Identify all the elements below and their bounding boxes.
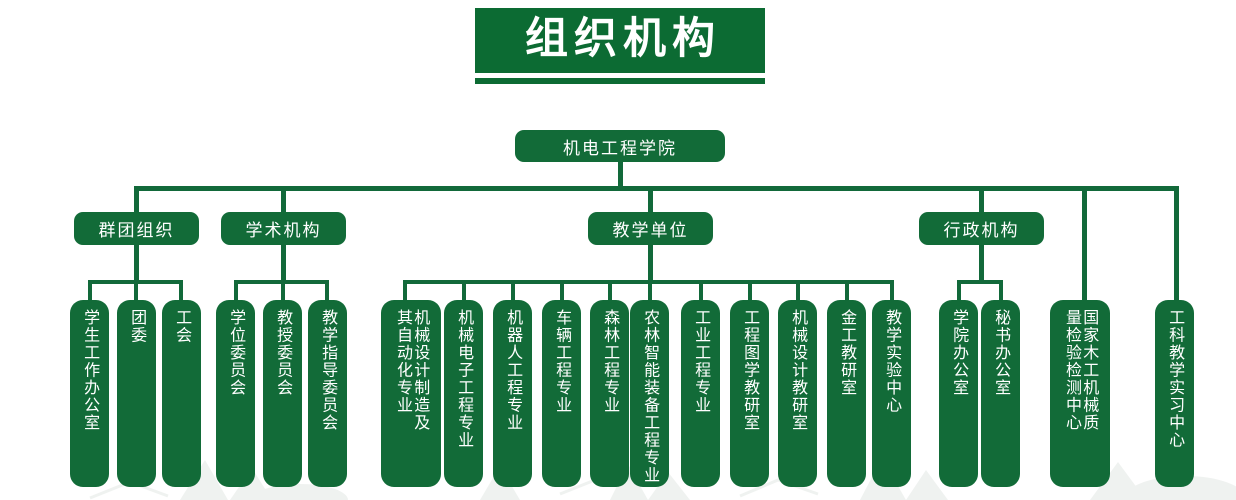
node-root[interactable]: 机电工程学院: [515, 130, 725, 162]
node-leaf-engineering-graphics-teaching-office[interactable]: 工程图学教研室: [730, 300, 769, 487]
leaf-text-col: 工科教学实习中心: [1166, 309, 1184, 449]
node-leaf-teaching-guidance-committee[interactable]: 教学指导委员会: [308, 300, 347, 487]
leaf-text-col-2: 其自动化专业: [394, 309, 411, 414]
node-group-teaching-units[interactable]: 教学单位: [588, 212, 713, 245]
node-leaf-labor-union[interactable]: 工会: [162, 300, 201, 487]
leaf-text-col: 国家木工机械质: [1080, 309, 1098, 432]
node-group-label: 群团组织: [98, 221, 175, 240]
leaf-text-col: 团委: [128, 309, 146, 344]
connector-leaf-1-1: [281, 280, 285, 302]
connector-leaf-3-0: [957, 280, 961, 302]
node-group-academic-institutions[interactable]: 学术机构: [221, 212, 346, 245]
leaf-text-col: 金工教研室: [838, 309, 856, 397]
leaf-text-col: 学位委员会: [227, 309, 245, 397]
leaf-text-col: 秘书办公室: [992, 309, 1010, 397]
leaf-text-col: 机械设计教研室: [789, 309, 807, 432]
connector-leaf-2-4: [608, 280, 612, 302]
leaf-text-col: 机器人工程专业: [504, 309, 522, 432]
connector-stem-group-0: [134, 244, 139, 282]
connector-leaf-2-3: [560, 280, 564, 302]
connector-drop-group-0: [134, 186, 139, 213]
node-leaf-secretary-office[interactable]: 秘书办公室: [981, 300, 1020, 487]
page-title: 组织机构: [475, 8, 765, 85]
leaf-text-col-2: 量检验检测中心: [1063, 309, 1080, 432]
node-leaf-college-office[interactable]: 学院办公室: [939, 300, 978, 487]
connector-leaf-0-1: [134, 280, 138, 302]
node-leaf-mechanical-design-manufacturing-automation[interactable]: 机械设计制造及 其自动化专业: [381, 300, 441, 487]
connector-root-stem: [618, 160, 623, 190]
connector-leaf-2-9: [845, 280, 849, 302]
connector-leaf-2-6: [699, 280, 703, 302]
connector-leaf-2-8: [796, 280, 800, 302]
node-leaf-agroforestry-intelligent-equipment-engineering[interactable]: 农林智能装备工程专业: [630, 300, 669, 487]
connector-leaf-2-10: [890, 280, 894, 302]
node-leaf-professors-committee[interactable]: 教授委员会: [263, 300, 302, 487]
connector-leaf-1-2: [325, 280, 329, 302]
node-group-mass-organizations[interactable]: 群团组织: [74, 212, 199, 245]
leaf-text-col: 农林智能装备工程专业: [641, 309, 659, 484]
node-group-administrative-organizations[interactable]: 行政机构: [919, 212, 1044, 245]
node-leaf-vehicle-engineering[interactable]: 车辆工程专业: [542, 300, 581, 487]
connector-stem-group-2: [648, 244, 653, 282]
leaf-text-col: 教授委员会: [274, 309, 292, 397]
leaf-text-col: 工会: [173, 309, 191, 344]
connector-leaf-2-5: [648, 280, 652, 302]
connector-leaf-2-2: [511, 280, 515, 302]
node-group-label: 教学单位: [612, 221, 689, 240]
connector-stem-group-1: [281, 244, 286, 282]
leaf-text-col: 机械设计制造及: [411, 309, 429, 432]
connector-drop-group-3: [979, 186, 984, 213]
connector-leaf-0-2: [179, 280, 183, 302]
leaf-text-col: 学院办公室: [950, 309, 968, 397]
connector-leaf-0-0: [88, 280, 92, 302]
node-leaf-degree-committee[interactable]: 学位委员会: [216, 300, 255, 487]
node-group-label: 行政机构: [943, 221, 1020, 240]
node-root-label: 机电工程学院: [563, 138, 677, 158]
leaf-text-col: 工程图学教研室: [741, 309, 759, 432]
connector-stem-group-3: [979, 244, 984, 282]
leaf-text-col: 教学实验中心: [883, 309, 901, 414]
node-leaf-forest-engineering[interactable]: 森林工程专业: [590, 300, 629, 487]
leaf-text-col: 教学指导委员会: [319, 309, 337, 432]
node-leaf-mechanical-design-teaching-office[interactable]: 机械设计教研室: [778, 300, 817, 487]
node-leaf-teaching-experiment-center[interactable]: 教学实验中心: [872, 300, 911, 487]
leaf-text-col: 工业工程专业: [692, 309, 710, 414]
connector-drop-direct-0: [1082, 186, 1087, 300]
page-title-text: 组织机构: [475, 8, 765, 74]
leaf-text-col: 学生工作办公室: [81, 309, 99, 432]
node-leaf-student-affairs-office[interactable]: 学生工作办公室: [70, 300, 109, 487]
leaf-text-col: 机械电子工程专业: [455, 309, 473, 449]
node-leaf-national-woodworking-machinery-quality-inspection-center[interactable]: 国家木工机械质 量检验检测中心: [1050, 300, 1110, 487]
node-group-label: 学术机构: [245, 221, 322, 240]
leaf-text-col: 森林工程专业: [601, 309, 619, 414]
title-underline: [475, 78, 765, 85]
connector-leaf-2-7: [748, 280, 752, 302]
leaf-text-col: 车辆工程专业: [553, 309, 571, 414]
node-leaf-industrial-engineering[interactable]: 工业工程专业: [681, 300, 720, 487]
node-leaf-metalworking-teaching-office[interactable]: 金工教研室: [827, 300, 866, 487]
connector-leaf-2-1: [462, 280, 466, 302]
connector-leaf-1-0: [234, 280, 238, 302]
connector-main-bus: [134, 186, 1178, 191]
connector-drop-group-2: [648, 186, 653, 213]
node-leaf-youth-league-committee[interactable]: 团委: [117, 300, 156, 487]
connector-drop-direct-1: [1174, 186, 1179, 300]
node-leaf-robotics-engineering[interactable]: 机器人工程专业: [493, 300, 532, 487]
connector-leaf-3-1: [999, 280, 1003, 302]
node-leaf-mechatronic-engineering[interactable]: 机械电子工程专业: [444, 300, 483, 487]
connector-bus-group-3: [957, 280, 1003, 284]
connector-drop-group-1: [281, 186, 286, 213]
connector-leaf-2-0: [403, 280, 407, 302]
node-leaf-engineering-teaching-practice-center[interactable]: 工科教学实习中心: [1155, 300, 1194, 487]
